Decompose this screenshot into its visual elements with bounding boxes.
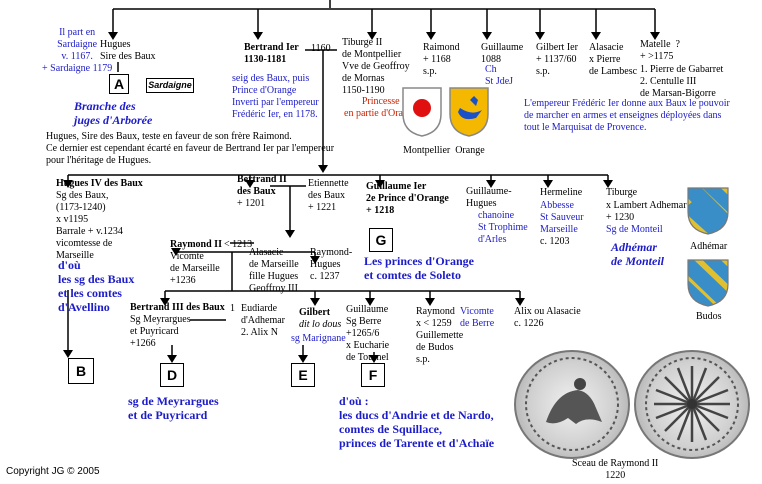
branch-box-b: B bbox=[68, 358, 94, 384]
tiburge-princesse: Princesse en partie d'Orange bbox=[344, 96, 418, 119]
person-raymond-2: Raymond II bbox=[170, 239, 222, 250]
branch-box-a: A bbox=[109, 74, 129, 94]
seal-caption: Sceau de Raymond II 1220 bbox=[572, 458, 659, 481]
montpellier-shield-icon bbox=[402, 87, 442, 137]
gilbert-2-detail: dit lo dous bbox=[299, 319, 342, 330]
bertrand-3-detail: Sg Meyrargues et Puyricard +1266 bbox=[130, 314, 191, 349]
vicomte-berre: Vicomte de Berre bbox=[460, 306, 495, 329]
hugues-testament-note: Hugues, Sire des Baux, teste en faveur d… bbox=[46, 131, 335, 166]
person-raymond-berre: Raymond x < 1259 Guillemette de Budos s.… bbox=[416, 306, 464, 365]
tiburge-detail: x Lambert Adhemar + 1230 bbox=[606, 200, 687, 223]
person-bertrand-2: Bertrand II des Baux bbox=[237, 174, 287, 197]
adhemar-shield-icon bbox=[687, 187, 729, 235]
bertrand-1-marriage-date: 1160 bbox=[311, 43, 331, 54]
person-gilbert-1: Gilbert Ier + 1137/60 s.p. bbox=[536, 42, 578, 77]
person-bertrand-3: Bertrand III des Baux bbox=[130, 302, 225, 313]
princes-orange: Les princes d'Orange et comtes de Soleto bbox=[364, 254, 474, 282]
guillaume-chevalier: Ch St JdeJ bbox=[485, 64, 514, 87]
hugues-note: Il part en Sardaigne v. 1167. + Sardaign… bbox=[42, 27, 113, 74]
adhemar-branch: Adhémar de Monteil bbox=[611, 240, 664, 268]
person-guillaume-1088: Guillaume 1088 bbox=[481, 42, 524, 65]
branche-arboree: Branche des juges d'Arborée bbox=[74, 99, 153, 127]
person-raymond-hugues: Raymond- Hugues c. 1237 bbox=[310, 247, 353, 282]
seal-reverse-image bbox=[634, 350, 750, 459]
hermeline-detail: Abbesse St Sauveur Marseille bbox=[540, 200, 584, 235]
person-alasacie-marseille: Alasacie de Marseille fille Hugues Geoff… bbox=[249, 247, 299, 294]
person-guillaume-berre: Guillaume Sg Berre +1265/6 x Eucharie de… bbox=[346, 304, 390, 363]
person-guillaume-hugues: Guillaume- Hugues bbox=[466, 186, 512, 209]
person-bertrand-1: Bertrand Ier 1130-1181 bbox=[244, 42, 299, 65]
tiburge-title: Sg de Monteil bbox=[606, 224, 663, 235]
person-alix: Alix ou Alasacie c. 1226 bbox=[514, 306, 581, 329]
gilbert-2-title: sg Marignane bbox=[291, 333, 346, 344]
hugues-4-descendants: d'où les sg des Baux et les comtes d'Ave… bbox=[58, 258, 135, 314]
bertrand-1-note: seig des Baux, puis Prince d'Orange Inve… bbox=[232, 73, 319, 120]
emperor-note: L'empereur Frédéric Ier donne aux Baux l… bbox=[524, 98, 730, 133]
budos-shield-icon bbox=[687, 259, 729, 307]
hermeline-date: c. 1203 bbox=[540, 236, 570, 247]
adhemar-shield-label: Adhémar bbox=[690, 241, 728, 252]
budos-shield-label: Budos bbox=[696, 311, 722, 322]
andrie-branch: d'où : les ducs d'Andrie et de Nardo, co… bbox=[339, 394, 495, 450]
hugues-4-detail: Sg des Baux, (1173-1240) x v1195 Barrale… bbox=[56, 190, 123, 261]
person-raimond: Raimond + 1168 s.p. bbox=[423, 42, 460, 77]
person-hugues: Hugues Sire des Baux bbox=[100, 39, 156, 62]
raymond-2-date: < 1213 bbox=[224, 239, 253, 250]
person-tiburge: Tiburge bbox=[606, 187, 638, 198]
shields-caption: Montpellier Orange bbox=[403, 145, 485, 156]
eudiarde-number: 1 bbox=[230, 303, 235, 314]
orange-shield-icon bbox=[449, 87, 489, 137]
guillaume-hugues-detail: chanoine St Trophime d'Arles bbox=[478, 210, 528, 245]
person-alasacie: Alasacie x Pierre de Lambesc bbox=[589, 42, 638, 77]
seal-obverse-image bbox=[514, 350, 630, 459]
person-eudiarde: Eudiarde d'Adhemar 2. Alix N bbox=[241, 303, 286, 338]
branch-box-d: D bbox=[160, 363, 184, 387]
branch-box-g: G bbox=[369, 228, 393, 252]
matelle-spouses: 1. Pierre de Gabarret 2. Centulle III de… bbox=[640, 64, 724, 99]
person-hugues-4: Hugues IV des Baux bbox=[56, 178, 143, 189]
person-etiennette: Etiennette des Baux + 1221 bbox=[308, 178, 349, 213]
branch-box-e: E bbox=[291, 363, 315, 387]
meyrargues-branch: sg de Meyrargues et de Puyricard bbox=[128, 394, 219, 422]
branch-box-f: F bbox=[361, 363, 385, 387]
person-gilbert-2: Gilbert bbox=[299, 307, 331, 318]
raymond-2-detail: Vicomte de Marseille +1236 bbox=[170, 251, 220, 286]
person-matelle: Matelle ? + >1175 bbox=[640, 39, 680, 62]
person-guillaume-1-orange: Guillaume Ier 2e Prince d'Orange + 1218 bbox=[366, 181, 449, 216]
person-tiburge-2: Tiburge II de Montpellier Vve de Geoffro… bbox=[342, 37, 410, 96]
bertrand-2-detail: + 1201 bbox=[237, 198, 266, 209]
sardaigne-box: Sardaigne bbox=[146, 78, 194, 93]
copyright: Copyright JG © 2005 bbox=[6, 466, 100, 477]
person-hermeline: Hermeline bbox=[540, 187, 583, 198]
